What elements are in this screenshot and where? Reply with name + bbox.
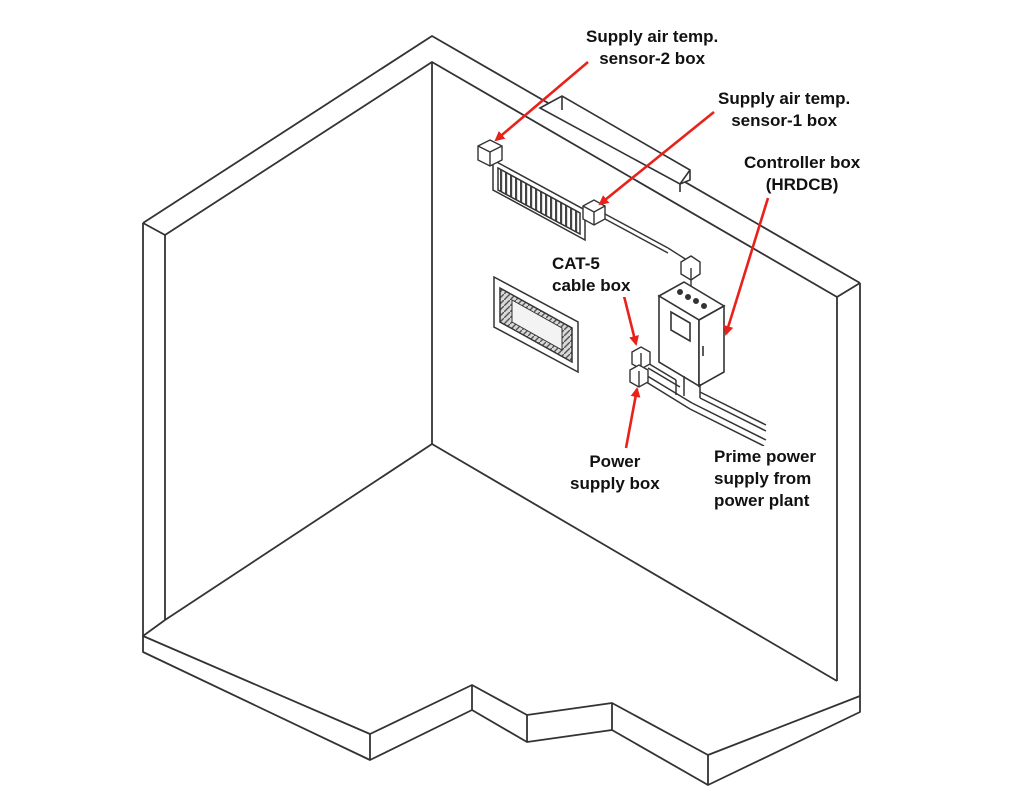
label-sensor-2-line1: Supply air temp. <box>586 27 719 46</box>
power-cables <box>642 361 767 447</box>
label-controller-line2: (HRDCB) <box>765 175 839 194</box>
power-supply-box <box>629 364 649 388</box>
wall-top-outer <box>142 35 861 284</box>
return-grille <box>493 275 579 374</box>
label-sensor-1: Supply air temp. sensor-1 box <box>718 88 850 132</box>
label-cat5-line2: cable box <box>552 276 631 295</box>
label-prime-power: Prime power supply from power plant <box>710 446 821 512</box>
label-prime-power-line3: power plant <box>714 491 810 510</box>
arrow-cat5 <box>622 295 639 346</box>
callout-arrows <box>494 61 770 449</box>
sensor-2-box <box>477 139 503 167</box>
junction-box <box>680 255 701 292</box>
label-prime-power-line1: Prime power <box>714 447 817 466</box>
arrow-sensor2 <box>494 61 589 142</box>
rooftop-unit <box>538 95 691 192</box>
label-prime-power-line2: supply from <box>714 469 812 488</box>
floor-slab <box>142 619 861 786</box>
label-sensor-2-line2: sensor-2 box <box>599 49 706 68</box>
label-power-supply-line2: supply box <box>570 474 660 493</box>
label-sensor-1-line2: sensor-1 box <box>731 111 838 130</box>
floor-line-right <box>431 443 838 682</box>
label-controller-line1: Controller box <box>744 153 861 172</box>
arrow-controller <box>723 197 770 336</box>
label-sensor-1-line1: Supply air temp. <box>718 89 851 108</box>
label-sensor-2: Supply air temp. sensor-2 box <box>586 26 718 70</box>
label-power-supply-line1: Power <box>589 452 641 471</box>
controller-box <box>657 281 726 388</box>
wall-cap-right <box>836 282 861 298</box>
label-power-supply: Power supply box <box>570 451 660 495</box>
room-walls <box>142 35 861 696</box>
label-cat5-line1: CAT-5 <box>552 254 600 273</box>
wall-cap-left <box>142 222 166 236</box>
arrow-sensor1 <box>598 110 715 206</box>
supply-grille <box>492 158 586 242</box>
floor-line-left <box>164 443 433 621</box>
arrow-power-supply <box>624 387 641 449</box>
label-controller: Controller box (HRDCB) <box>744 152 860 196</box>
label-cat5: CAT-5 cable box <box>548 251 645 297</box>
